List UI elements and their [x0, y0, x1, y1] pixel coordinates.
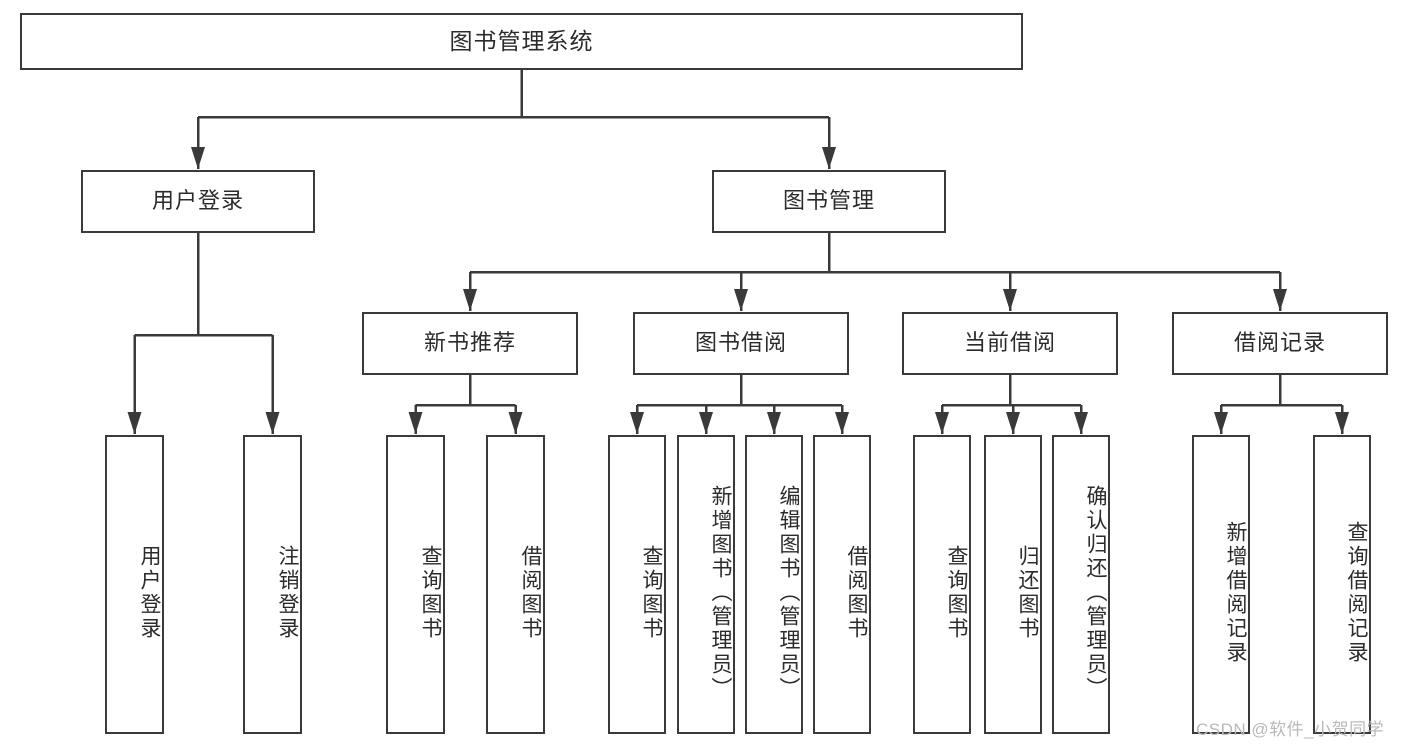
node-login[interactable]: 用户登录 — [81, 170, 315, 233]
node-label: 图书借阅 — [694, 330, 787, 356]
node-label: 当前借阅 — [963, 330, 1056, 356]
arrowhead — [699, 412, 713, 434]
arrowhead — [1074, 412, 1088, 434]
watermark: CSDN @软件_小贺同学 — [1196, 720, 1385, 739]
node-l_login[interactable]: 用户登录 — [105, 435, 164, 734]
arrowhead — [767, 412, 781, 434]
node-b_edit[interactable]: 编辑图书（管理员） — [745, 435, 803, 734]
node-label: 图书管理 — [782, 188, 875, 214]
node-records[interactable]: 借阅记录 — [1172, 312, 1388, 375]
node-root[interactable]: 图书管理系统 — [20, 13, 1023, 70]
arrowhead — [734, 289, 748, 311]
node-c_return[interactable]: 归还图书 — [984, 435, 1042, 734]
node-b_query[interactable]: 查询图书 — [608, 435, 666, 734]
arrowhead — [127, 412, 142, 434]
arrowhead — [630, 412, 644, 434]
node-label: 确认归还（管理员） — [1084, 484, 1107, 701]
node-bookmgmt[interactable]: 图书管理 — [712, 170, 946, 233]
arrowhead — [835, 412, 849, 434]
arrowhead — [463, 289, 477, 311]
node-label: 新增借阅记录 — [1224, 520, 1247, 665]
node-label: 注销登录 — [276, 544, 299, 641]
arrowhead — [508, 412, 523, 434]
arrowhead — [1335, 412, 1349, 434]
node-n_borrow[interactable]: 借阅图书 — [486, 435, 545, 734]
node-b_borrow[interactable]: 借阅图书 — [813, 435, 871, 734]
node-label: 用户登录 — [151, 188, 244, 214]
arrowhead — [191, 147, 205, 169]
node-label: 借阅图书 — [519, 544, 542, 641]
node-newbook[interactable]: 新书推荐 — [362, 312, 578, 375]
node-label: 查询图书 — [945, 544, 968, 641]
arrowhead — [1214, 412, 1228, 434]
node-c_query[interactable]: 查询图书 — [913, 435, 971, 734]
node-r_add[interactable]: 新增借阅记录 — [1192, 435, 1250, 734]
node-r_query[interactable]: 查询借阅记录 — [1313, 435, 1371, 734]
arrowhead — [822, 147, 836, 169]
node-label: 新书推荐 — [423, 330, 516, 356]
arrowhead — [935, 412, 949, 434]
node-label: 图书管理系统 — [449, 27, 594, 54]
node-b_add[interactable]: 新增图书（管理员） — [677, 435, 735, 734]
node-label: 查询图书 — [640, 544, 663, 641]
node-label: 借阅图书 — [845, 544, 868, 641]
node-l_logout[interactable]: 注销登录 — [243, 435, 302, 734]
node-n_query[interactable]: 查询图书 — [386, 435, 445, 734]
node-borrow[interactable]: 图书借阅 — [633, 312, 849, 375]
arrowhead — [1003, 289, 1017, 311]
arrowhead — [408, 412, 423, 434]
node-label: 借阅记录 — [1233, 330, 1326, 356]
node-label: 用户登录 — [138, 544, 161, 641]
node-label: 归还图书 — [1016, 544, 1039, 641]
arrowhead — [265, 412, 280, 434]
node-label: 查询图书 — [419, 544, 442, 641]
arrowhead — [1273, 289, 1287, 311]
node-c_confirm[interactable]: 确认归还（管理员） — [1052, 435, 1110, 734]
node-label: 编辑图书（管理员） — [777, 484, 800, 701]
node-label: 查询借阅记录 — [1345, 520, 1368, 665]
node-label: 新增图书（管理员） — [709, 484, 732, 701]
arrowhead — [1006, 412, 1020, 434]
node-current[interactable]: 当前借阅 — [902, 312, 1118, 375]
